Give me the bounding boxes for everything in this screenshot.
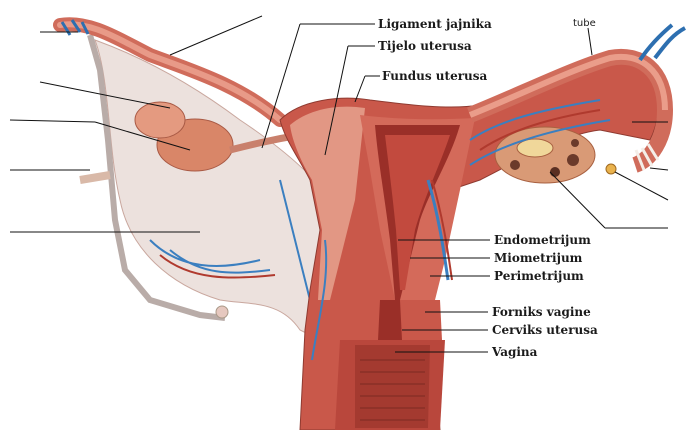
label-perimetrijum: Perimetrijum [494,269,584,283]
label-fundus-uterusa: Fundus uterusa [382,69,488,83]
label-ligament-jajnika: Ligament jajnika [378,17,492,31]
left-adnexa [60,20,330,340]
ovum [606,164,616,174]
tubal-vessels [640,25,685,60]
label-tijelo-uterusa: Tijelo uterusa [378,39,472,53]
label-miometrijum: Miometrijum [494,251,583,265]
left-appendage [216,306,228,318]
label-tube: tube [573,18,596,29]
label-vagina: Vagina [491,345,538,359]
label-cerviks-uterusa: Cerviks uterusa [492,323,598,337]
cervical-canal [378,300,402,340]
label-endometrijum: Endometrijum [494,233,591,247]
round-ligament [80,175,110,180]
label-forniks-vagine: Forniks vagine [492,305,591,319]
